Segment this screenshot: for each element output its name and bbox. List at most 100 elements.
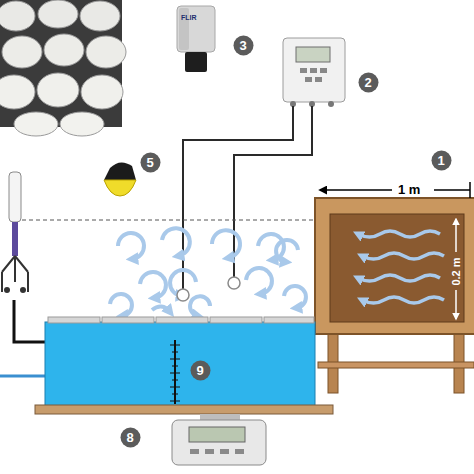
- photo-disc: [37, 73, 79, 107]
- tunnel-frame: [315, 198, 474, 334]
- lamp: [104, 162, 136, 196]
- logger-body: [283, 38, 345, 102]
- logger-button: [315, 77, 322, 82]
- swirl-arrow: [118, 233, 144, 259]
- evaporation-plate: [210, 317, 262, 323]
- probe-cup: [20, 287, 26, 293]
- logger-button: [320, 68, 327, 73]
- probe-rod: [12, 222, 18, 256]
- wind-tunnel: [315, 198, 474, 393]
- thermal-camera: [177, 6, 215, 72]
- tunnel-rail: [318, 362, 474, 368]
- balance-display: [189, 427, 245, 442]
- photo-disc: [0, 1, 35, 31]
- dimension-arrow: [320, 189, 392, 191]
- swirl-arrow: [140, 272, 166, 298]
- evaporation-plate: [156, 317, 208, 323]
- probe-frame: [2, 256, 28, 292]
- balance: [172, 414, 266, 465]
- swirl-arrow: [110, 294, 132, 316]
- callout-text: 8: [126, 431, 133, 444]
- swirl-arrow: [162, 228, 190, 256]
- dimension-arrow: [455, 290, 457, 319]
- logger-button: [305, 77, 312, 82]
- callout-text: 2: [364, 76, 371, 89]
- callout-circle: [190, 360, 210, 380]
- evaporation-plate: [102, 317, 154, 323]
- swirl-arrow: [190, 296, 210, 316]
- ruler-ticks: [170, 345, 180, 401]
- platform: [35, 405, 333, 414]
- evaporation-plate: [264, 317, 314, 323]
- logger-port: [328, 101, 334, 107]
- photo-disc: [80, 1, 120, 31]
- swirl-arrow: [212, 230, 240, 258]
- wind-arrow: [362, 297, 444, 303]
- callout-circle: [120, 427, 140, 447]
- callout-text: 5: [146, 156, 153, 169]
- logger-button: [300, 68, 307, 73]
- swirl-arrow: [258, 234, 284, 260]
- photo-disc: [14, 112, 58, 136]
- sensor-wire: [183, 106, 293, 289]
- photo-disc: [86, 36, 126, 68]
- photo-disc: [81, 75, 123, 109]
- balance-button: [235, 449, 244, 454]
- dimension-tick: [469, 182, 471, 198]
- callout-number: 8: [120, 427, 141, 448]
- tube: [0, 375, 45, 378]
- balance-button: [220, 449, 229, 454]
- anemometer: [2, 172, 28, 293]
- inset-photo: [0, 0, 126, 136]
- photo-disc: [60, 112, 104, 136]
- balance-stem: [200, 414, 240, 420]
- brand-label: FLIR: [181, 14, 197, 21]
- callout-number: 1: [431, 150, 452, 171]
- photo-disc: [2, 36, 42, 68]
- probe-handle: [9, 172, 21, 222]
- wind-arrow: [358, 231, 440, 237]
- balance-body: [172, 420, 266, 465]
- callout-text: 3: [239, 39, 246, 52]
- logger-screen: [296, 47, 330, 62]
- water-tank: [45, 317, 315, 406]
- callout-circle: [233, 35, 253, 55]
- callout-circle: [431, 150, 451, 170]
- lamp-shade: [104, 162, 136, 180]
- turbulence-swirls: [110, 228, 306, 316]
- balance-button: [190, 449, 199, 454]
- callout-text: 1: [437, 154, 444, 167]
- callout-circle: [140, 152, 160, 172]
- camera-body: [177, 6, 215, 52]
- dimension-label: 1 m: [398, 183, 420, 196]
- callout-number: 9: [190, 360, 211, 381]
- balance-button: [205, 449, 214, 454]
- swirl-arrow: [152, 306, 170, 312]
- wind-arrow: [362, 253, 444, 259]
- photo-disc: [38, 0, 78, 28]
- tank-water: [45, 322, 315, 406]
- swirl-arrow: [276, 240, 298, 262]
- camera-lens: [185, 52, 207, 72]
- dimension-line: [434, 189, 470, 191]
- temperature-sensor: [228, 277, 240, 289]
- dimension-label: 0.2 m: [450, 257, 461, 285]
- callout-number: 3: [233, 35, 254, 56]
- probe-cup: [4, 287, 10, 293]
- swirl-arrow: [284, 286, 306, 308]
- tunnel-opening: [330, 214, 464, 322]
- callout-number: 5: [140, 152, 161, 173]
- data-logger: [283, 38, 345, 107]
- callout-number: 2: [358, 72, 379, 93]
- callout-text: 9: [196, 364, 203, 377]
- photo-disc: [44, 34, 84, 66]
- logger-button: [310, 68, 317, 73]
- swirl-arrow: [246, 268, 272, 294]
- evaporation-plate: [48, 317, 100, 323]
- photo-disc: [0, 75, 35, 109]
- height-line: [22, 220, 315, 221]
- lamp-bulb: [104, 180, 136, 196]
- dimension-arrow: [455, 219, 457, 252]
